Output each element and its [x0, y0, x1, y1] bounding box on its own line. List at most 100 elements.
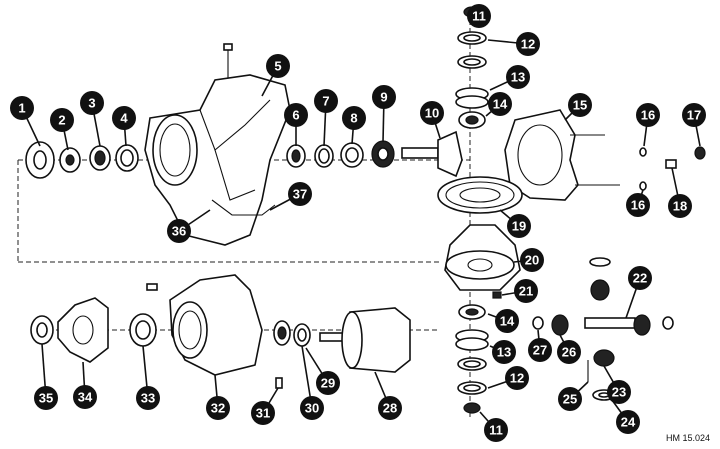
callout-16: 16: [636, 103, 660, 127]
callout-30: 30: [300, 396, 324, 420]
callout-label: 12: [521, 37, 535, 52]
callout-label: 10: [425, 106, 439, 121]
callout-6: 6: [284, 103, 308, 127]
callout-5: 5: [266, 54, 290, 78]
callout-1: 1: [10, 96, 34, 120]
callout-25: 25: [558, 387, 582, 411]
pinion-shaft-part: [401, 130, 463, 178]
callout-label: 33: [141, 391, 155, 406]
callout-36: 36: [167, 219, 191, 243]
callout-37: 37: [288, 182, 312, 206]
bottom-seal-part: [30, 315, 54, 345]
callout-7: 7: [314, 89, 338, 113]
crown-wheel-part: [437, 176, 523, 214]
callout-11: 11: [484, 418, 508, 442]
callout-26: 26: [557, 340, 581, 364]
bearing-cup-part: [286, 144, 306, 168]
callout-9: 9: [372, 85, 396, 109]
callout-label: 34: [78, 390, 93, 405]
callout-label: 27: [533, 343, 547, 358]
callout-label: 31: [256, 406, 270, 421]
bottom-bearing-part: [129, 313, 157, 347]
callout-3: 3: [80, 91, 104, 115]
stack-bottom-parts: [455, 304, 489, 414]
callout-21: 21: [514, 279, 538, 303]
callout-24: 24: [616, 410, 640, 434]
differential-gears-part: [532, 257, 674, 401]
callout-label: 26: [562, 345, 576, 360]
callout-label: 3: [88, 96, 95, 111]
front-small-parts: [273, 320, 311, 389]
callout-label: 7: [322, 94, 329, 109]
callout-12: 12: [516, 32, 540, 56]
front-housing-part: [146, 274, 263, 376]
callout-33: 33: [136, 386, 160, 410]
callout-label: 30: [305, 401, 319, 416]
callout-14: 14: [495, 309, 519, 333]
callout-label: 29: [321, 376, 335, 391]
callout-29: 29: [316, 371, 340, 395]
seal-part: [25, 141, 55, 179]
callout-label: 6: [292, 108, 299, 123]
callout-12: 12: [505, 366, 529, 390]
callout-label: 22: [633, 271, 647, 286]
callout-label: 35: [39, 391, 53, 406]
callout-22: 22: [628, 266, 652, 290]
callout-27: 27: [528, 338, 552, 362]
callout-31: 31: [251, 401, 275, 425]
callout-label: 19: [512, 219, 526, 234]
callout-19: 19: [507, 214, 531, 238]
callout-28: 28: [378, 396, 402, 420]
callout-23: 23: [607, 380, 631, 404]
callout-label: 25: [563, 392, 577, 407]
nut-part: [59, 147, 81, 173]
callout-14: 14: [488, 92, 512, 116]
callout-label: 17: [687, 108, 701, 123]
callout-label: 15: [573, 98, 587, 113]
output-shaft-part: [319, 307, 411, 373]
callout-11: 11: [467, 4, 491, 28]
differential-case-part: [444, 224, 521, 291]
callout-label: 21: [519, 284, 533, 299]
callout-label: 32: [211, 401, 225, 416]
callout-label: 37: [293, 187, 307, 202]
callout-32: 32: [206, 396, 230, 420]
callout-35: 35: [34, 386, 58, 410]
callout-label: 11: [472, 9, 486, 24]
callout-label: 18: [673, 199, 687, 214]
callout-label: 14: [500, 314, 515, 329]
callout-label: 2: [58, 113, 65, 128]
callout-20: 20: [520, 248, 544, 272]
callout-label: 12: [510, 371, 524, 386]
callout-label: 36: [172, 224, 186, 239]
flange-part: [57, 297, 109, 363]
callout-2: 2: [50, 108, 74, 132]
reference-code: HM 15.024: [665, 433, 710, 443]
callout-label: 13: [497, 345, 511, 360]
shim-part: [314, 144, 334, 168]
bearing-race-part: [340, 142, 364, 168]
callout-label: 16: [641, 108, 655, 123]
stack-top-parts: [455, 6, 489, 129]
callout-13: 13: [492, 340, 516, 364]
callout-label: 9: [380, 90, 387, 105]
callout-label: 4: [120, 111, 128, 126]
bolt-21-part: [492, 291, 502, 299]
callout-34: 34: [73, 385, 97, 409]
callout-label: 28: [383, 401, 397, 416]
side-cover-part: [504, 109, 706, 201]
callout-label: 16: [631, 198, 645, 213]
callout-label: 11: [489, 423, 503, 438]
callout-10: 10: [420, 101, 444, 125]
callout-label: 23: [612, 385, 626, 400]
callout-label: 20: [525, 253, 539, 268]
bearing-part: [89, 145, 111, 171]
rear-housing-part: [144, 43, 291, 246]
callout-18: 18: [668, 194, 692, 218]
callout-label: 24: [621, 415, 636, 430]
callout-16: 16: [626, 193, 650, 217]
callout-label: 14: [493, 97, 508, 112]
